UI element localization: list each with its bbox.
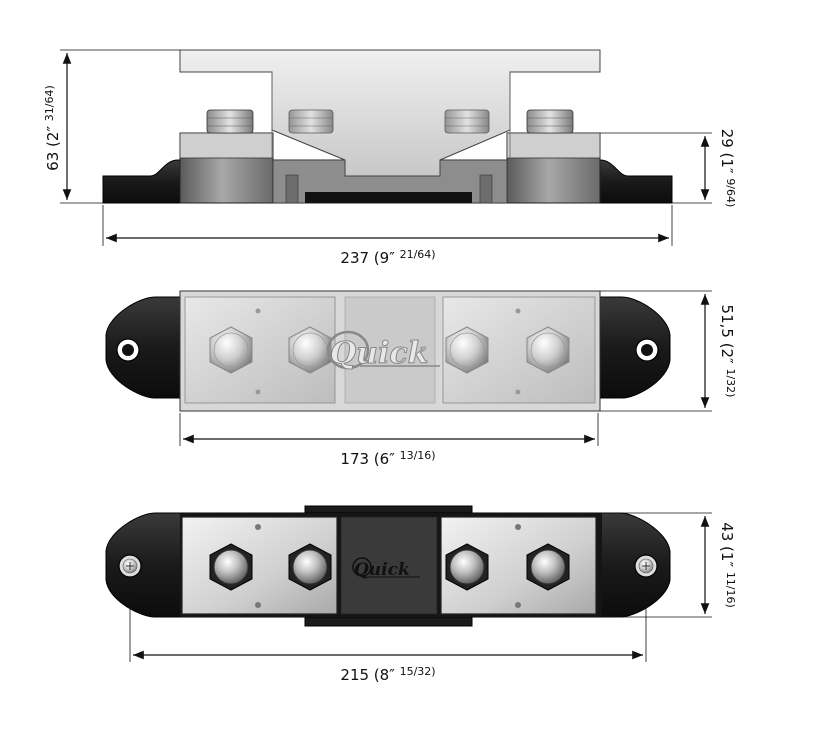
top-nut-4 <box>526 326 570 374</box>
bottom-quick-logo: Quick <box>352 557 420 580</box>
bottom-nut-2 <box>288 543 332 591</box>
dim-bottom-hole-spacing-label: 215 (8″ 15/32) <box>340 665 435 684</box>
bottom-mount-screw-left <box>118 554 142 578</box>
dim-top-width: 51,5 (2″ 1/32) <box>600 290 737 412</box>
side-nut-1 <box>206 109 254 134</box>
side-nut-3 <box>444 109 490 134</box>
bottom-logo-text: Quick <box>354 560 410 580</box>
bottom-mount-screw-right <box>634 554 658 578</box>
dim-bottom-hole-spacing: 215 (8″ 15/32) <box>129 578 647 684</box>
dim-top-length: 173 (6″ 13/16) <box>179 413 599 468</box>
bottom-nut-3 <box>445 543 489 591</box>
dim-side-length: 237 (9″ 21/64) <box>102 205 673 267</box>
bottom-nut-4 <box>526 543 570 591</box>
side-nut-2 <box>288 109 334 134</box>
dim-bottom-width: 43 (1″ 11/16) <box>602 512 737 618</box>
dim-top-width-label: 51,5 (2″ 1/32) <box>718 305 737 398</box>
dim-side-terminal-height: 29 (1″ 9/64) <box>600 129 737 208</box>
side-nut-4 <box>526 109 574 134</box>
top-nut-3 <box>445 326 489 374</box>
top-base <box>105 296 181 399</box>
top-nut-1 <box>209 326 253 374</box>
top-quick-logo: Quick <box>326 330 440 372</box>
top-view: Quick <box>105 290 671 412</box>
dim-bottom-width-label: 43 (1″ 11/16) <box>718 522 737 608</box>
dim-top-length-label: 173 (6″ 13/16) <box>340 449 435 468</box>
bottom-nut-1 <box>209 543 253 591</box>
bottom-view: Quick <box>105 505 671 627</box>
dim-side-terminal-height-label: 29 (1″ 9/64) <box>718 129 737 208</box>
side-view <box>102 49 673 204</box>
dim-side-height: 63 (2″ 31/64) <box>43 49 180 204</box>
dim-side-height-label: 63 (2″ 31/64) <box>43 85 62 171</box>
dim-side-length-label: 237 (9″ 21/64) <box>340 248 435 267</box>
